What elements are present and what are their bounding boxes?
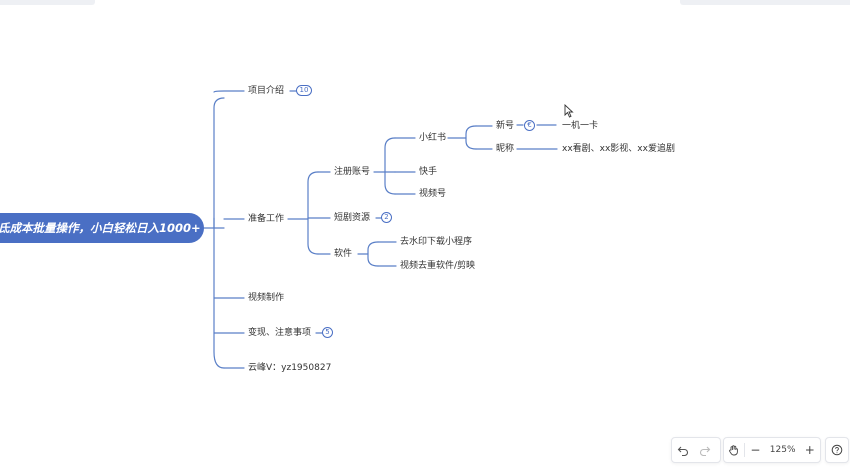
node-new-account[interactable]: 新号	[496, 121, 515, 131]
top-bar	[0, 0, 850, 8]
hand-tool-button[interactable]	[724, 439, 744, 461]
zoom-in-button[interactable]: +	[804, 443, 815, 457]
node-software-item[interactable]: 视频去重软件/剪映	[400, 261, 476, 271]
hand-icon	[729, 445, 739, 456]
badge-drama-resources[interactable]: 2	[381, 212, 392, 223]
top-bar-right-tab	[680, 0, 850, 5]
toolbar-divider	[744, 443, 746, 457]
top-bar-left-tab	[0, 0, 95, 5]
node-nickname-examples[interactable]: xx看剧、xx影视、xx爱追剧	[562, 144, 675, 154]
history-toolbar	[671, 437, 721, 463]
badge-monetize[interactable]: 5	[322, 327, 333, 338]
badge-new-account[interactable]: €	[524, 120, 535, 131]
node-video-production[interactable]: 视频制作	[248, 293, 285, 303]
undo-button[interactable]	[672, 439, 694, 461]
node-kuaishou[interactable]: 快手	[419, 167, 438, 177]
zoom-toolbar: − 125% +	[723, 437, 821, 463]
redo-button[interactable]	[694, 439, 716, 461]
node-one-phone-one-card[interactable]: 一机一卡	[562, 121, 599, 131]
redo-icon	[700, 446, 711, 456]
zoom-out-button[interactable]: −	[750, 443, 761, 457]
node-monetize[interactable]: 变现、注意事项	[248, 328, 312, 338]
root-node[interactable]: 氐成本批量操作，小白轻松日入1000+	[0, 213, 204, 243]
undo-icon	[677, 446, 688, 456]
help-toolbar	[825, 437, 849, 463]
node-prep[interactable]: 准备工作	[248, 214, 285, 224]
help-icon	[831, 444, 843, 456]
mouse-cursor-icon	[564, 104, 574, 118]
node-shipinhao[interactable]: 视频号	[419, 189, 447, 199]
badge-intro-count[interactable]: 10	[296, 85, 312, 96]
node-drama-resources[interactable]: 短剧资源	[334, 213, 371, 223]
node-xiaohongshu[interactable]: 小红书	[419, 133, 447, 143]
help-button[interactable]	[826, 439, 848, 461]
node-software-item[interactable]: 去水印下载小程序	[400, 237, 473, 247]
node-nickname[interactable]: 昵称	[496, 144, 515, 154]
node-register[interactable]: 注册账号	[334, 167, 371, 177]
node-intro[interactable]: 项目介绍	[248, 86, 285, 96]
node-contact[interactable]: 云峰V：yz1950827	[248, 363, 332, 373]
zoom-level[interactable]: 125%	[769, 445, 796, 455]
node-software[interactable]: 软件	[334, 249, 353, 259]
root-node-label: 氐成本批量操作，小白轻松日入1000+	[0, 221, 201, 235]
